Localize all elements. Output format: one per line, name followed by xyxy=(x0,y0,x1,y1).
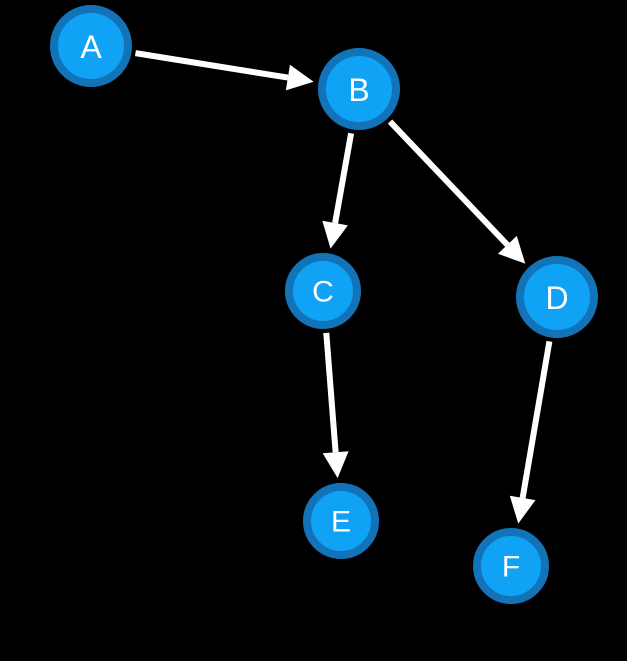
graph-node-e[interactable]: E xyxy=(303,483,379,559)
edge-line xyxy=(519,340,553,499)
edge-line xyxy=(332,132,355,224)
node-circle xyxy=(516,256,598,338)
graph-node-d[interactable]: D xyxy=(516,256,598,338)
node-label: E xyxy=(331,506,351,539)
node-label: C xyxy=(312,276,334,309)
node-circle xyxy=(473,528,549,604)
graph-edge-a-b[interactable] xyxy=(134,50,314,91)
edge-line xyxy=(134,50,289,81)
arrowhead-icon xyxy=(322,451,349,479)
graph-node-c[interactable]: C xyxy=(285,253,361,329)
graph-node-f[interactable]: F xyxy=(473,528,549,604)
arrowhead-icon xyxy=(497,235,526,264)
node-circle xyxy=(303,483,379,559)
graph-edge-b-d[interactable] xyxy=(387,119,526,264)
edges-layer xyxy=(134,50,553,524)
node-label: D xyxy=(545,280,568,316)
node-circle xyxy=(285,253,361,329)
graph-edge-d-f[interactable] xyxy=(509,340,553,524)
graph-node-b[interactable]: B xyxy=(318,48,400,130)
graph-edge-c-e[interactable] xyxy=(322,332,349,479)
arrowhead-icon xyxy=(509,495,536,524)
graph-edge-b-c[interactable] xyxy=(322,132,355,249)
node-label: A xyxy=(80,29,102,65)
arrowhead-icon xyxy=(322,220,348,249)
edge-line xyxy=(323,332,339,453)
nodes-layer: A B C D E F xyxy=(50,5,598,604)
node-label: F xyxy=(502,551,520,584)
graph-node-a[interactable]: A xyxy=(50,5,132,87)
node-circle xyxy=(318,48,400,130)
node-label: B xyxy=(348,72,369,108)
arrowhead-icon xyxy=(285,64,314,91)
node-circle xyxy=(50,5,132,87)
edge-line xyxy=(387,119,510,247)
